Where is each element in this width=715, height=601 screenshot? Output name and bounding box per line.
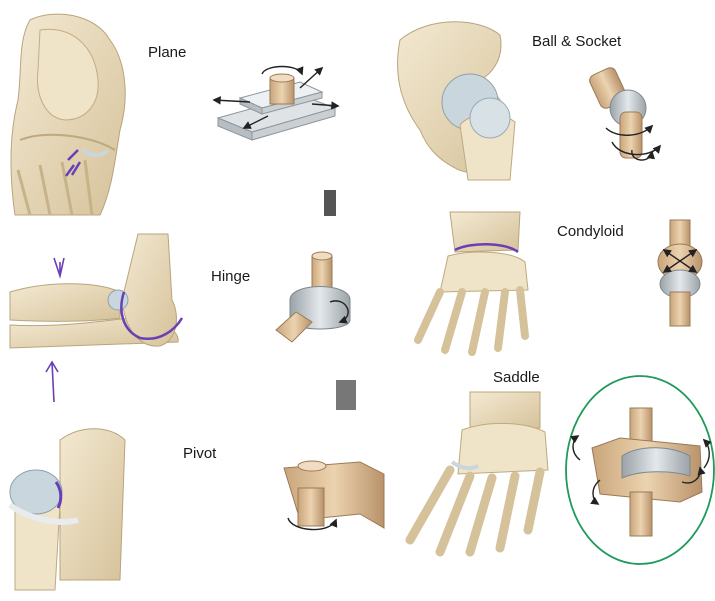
label-pivot: Pivot	[183, 445, 217, 462]
hinge-joint-model	[275, 251, 351, 343]
ball-socket-joint-hip-illustration	[397, 21, 516, 181]
image-fragment	[324, 190, 336, 216]
green-annotation-circle	[565, 375, 715, 565]
hinge-joint-elbow-illustration	[9, 233, 184, 403]
plane-joint-model	[212, 65, 340, 141]
rotation-arrow-icon	[329, 300, 349, 324]
condyloid-joint-wrist-illustration	[414, 211, 529, 356]
pivot-joint-illustration	[8, 428, 126, 591]
ball-socket-joint-model	[589, 67, 662, 161]
image-fragment	[336, 380, 356, 410]
label-plane: Plane	[148, 44, 187, 61]
pivot-joint-model	[283, 460, 385, 531]
rotation-arrow-icon	[287, 517, 338, 531]
direction-arrow-icon	[212, 96, 251, 105]
condyloid-joint-model	[657, 219, 703, 327]
label-ball-socket: Ball & Socket	[532, 33, 622, 50]
rotation-arrow-icon	[590, 479, 601, 505]
saddle-joint-hand-illustration	[405, 391, 549, 557]
plane-joint-foot-illustration	[10, 13, 126, 216]
rotation-arrow-icon	[605, 124, 654, 136]
saddle-joint-model	[565, 375, 715, 565]
label-saddle: Saddle	[493, 369, 540, 386]
label-condyloid: Condyloid	[557, 223, 624, 240]
rotation-arrow-icon	[261, 65, 304, 76]
label-hinge: Hinge	[211, 268, 251, 285]
